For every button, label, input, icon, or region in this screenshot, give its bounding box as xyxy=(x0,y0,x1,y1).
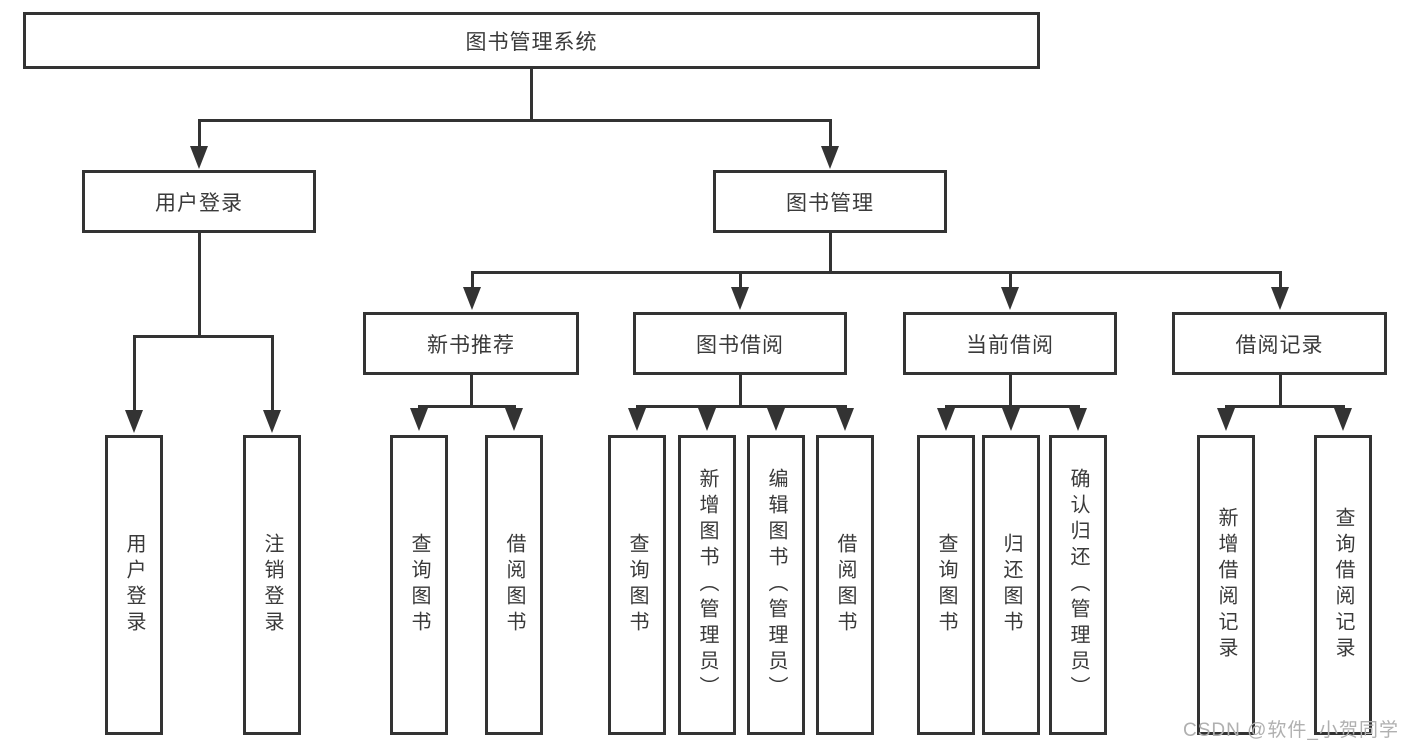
leaf-borrow-books: 借阅图书 xyxy=(816,435,874,735)
leaf-add-borrow-record: 新增借阅记录 xyxy=(1197,435,1255,735)
arrowhead-down-icon xyxy=(1069,408,1087,431)
arrowhead-down-icon xyxy=(1001,287,1019,310)
arrowhead-down-icon xyxy=(190,146,208,169)
leaf-borrow-books-recommend: 借阅图书 xyxy=(485,435,543,735)
node-root-label: 图书管理系统 xyxy=(465,30,598,54)
leaf-query-books-recommend-label: 查询图书 xyxy=(408,533,430,637)
connector-user-login-split xyxy=(133,335,273,338)
connector-current-borrow-stem xyxy=(1009,375,1012,408)
node-current-borrow: 当前借阅 xyxy=(903,312,1117,375)
leaf-add-borrow-record-label: 新增借阅记录 xyxy=(1215,507,1237,663)
leaf-borrow-books-recommend-label: 借阅图书 xyxy=(503,533,525,637)
node-borrow-record-label: 借阅记录 xyxy=(1235,333,1324,357)
connector-stub-level3 xyxy=(739,271,742,290)
leaf-borrow-books-label: 借阅图书 xyxy=(834,533,856,637)
leaf-return-book-label: 归还图书 xyxy=(1000,533,1022,637)
arrowhead-down-icon xyxy=(767,408,785,431)
leaf-query-books-borrow: 查询图书 xyxy=(608,435,666,735)
leaf-return-book: 归还图书 xyxy=(982,435,1040,735)
connector-new-book-stem xyxy=(470,375,473,408)
connector-borrow-record-split xyxy=(1225,405,1345,408)
node-book-borrow: 图书借阅 xyxy=(633,312,847,375)
leaf-confirm-return-admin-label: 确认归还（管理员） xyxy=(1067,468,1089,702)
arrowhead-down-icon xyxy=(505,408,523,431)
arrowhead-down-icon xyxy=(1334,408,1352,431)
connector-borrow-record-stem xyxy=(1279,375,1282,408)
connector-new-book-split xyxy=(418,405,516,408)
connector-user-login-stem xyxy=(198,233,201,338)
leaf-query-books-borrow-label: 查询图书 xyxy=(626,533,648,637)
node-new-book-recommend-label: 新书推荐 xyxy=(427,333,515,357)
arrowhead-down-icon xyxy=(263,410,281,433)
arrowhead-down-icon xyxy=(410,408,428,431)
node-current-borrow-label: 当前借阅 xyxy=(966,333,1054,357)
connector-stub-level3 xyxy=(1009,271,1012,290)
connector-book-borrow-stem xyxy=(739,375,742,408)
connector-current-borrow-split xyxy=(945,405,1080,408)
leaf-edit-book-admin-label: 编辑图书（管理员） xyxy=(765,468,787,702)
leaf-query-borrow-record-label: 查询借阅记录 xyxy=(1332,507,1354,663)
connector-stub-level3 xyxy=(1279,271,1282,290)
connector-stub-book-management xyxy=(829,119,832,149)
connector-root-split xyxy=(198,119,832,122)
connector-book-management-stem xyxy=(829,233,832,274)
leaf-query-borrow-record: 查询借阅记录 xyxy=(1314,435,1372,735)
connector-book-borrow-split xyxy=(636,405,847,408)
connector-root-stem xyxy=(530,68,533,121)
arrowhead-down-icon xyxy=(698,408,716,431)
leaf-edit-book-admin: 编辑图书（管理员） xyxy=(747,435,805,735)
arrowhead-down-icon xyxy=(463,287,481,310)
leaf-confirm-return-admin: 确认归还（管理员） xyxy=(1049,435,1107,735)
connector-stub-level3 xyxy=(471,271,474,290)
node-book-management-label: 图书管理 xyxy=(786,191,874,215)
node-book-management: 图书管理 xyxy=(713,170,947,233)
arrowhead-down-icon xyxy=(937,408,955,431)
arrowhead-down-icon xyxy=(1271,287,1289,310)
arrowhead-down-icon xyxy=(731,287,749,310)
leaf-user-login: 用户登录 xyxy=(105,435,163,735)
arrowhead-down-icon xyxy=(628,408,646,431)
node-user-login-label: 用户登录 xyxy=(155,191,243,215)
leaf-query-books-recommend: 查询图书 xyxy=(390,435,448,735)
node-root: 图书管理系统 xyxy=(23,12,1040,69)
leaf-user-login-label: 用户登录 xyxy=(123,533,145,637)
node-borrow-record: 借阅记录 xyxy=(1172,312,1387,375)
csdn-watermark: CSDN @软件_小贺同学 xyxy=(1183,720,1399,741)
arrowhead-down-icon xyxy=(125,410,143,433)
connector-stub-leaf xyxy=(133,335,136,412)
arrowhead-down-icon xyxy=(836,408,854,431)
node-new-book-recommend: 新书推荐 xyxy=(363,312,579,375)
connector-stub-user-login xyxy=(198,119,201,149)
node-book-borrow-label: 图书借阅 xyxy=(696,333,784,357)
leaf-logout: 注销登录 xyxy=(243,435,301,735)
leaf-query-books-current-label: 查询图书 xyxy=(935,533,957,637)
node-user-login: 用户登录 xyxy=(82,170,316,233)
arrowhead-down-icon xyxy=(1002,408,1020,431)
leaf-logout-label: 注销登录 xyxy=(261,533,283,637)
connector-stub-leaf xyxy=(271,335,274,412)
leaf-query-books-current: 查询图书 xyxy=(917,435,975,735)
arrowhead-down-icon xyxy=(1217,408,1235,431)
leaf-add-book-admin-label: 新增图书（管理员） xyxy=(696,468,718,702)
arrowhead-down-icon xyxy=(821,146,839,169)
leaf-add-book-admin: 新增图书（管理员） xyxy=(678,435,736,735)
connector-level3-split xyxy=(471,271,1281,274)
